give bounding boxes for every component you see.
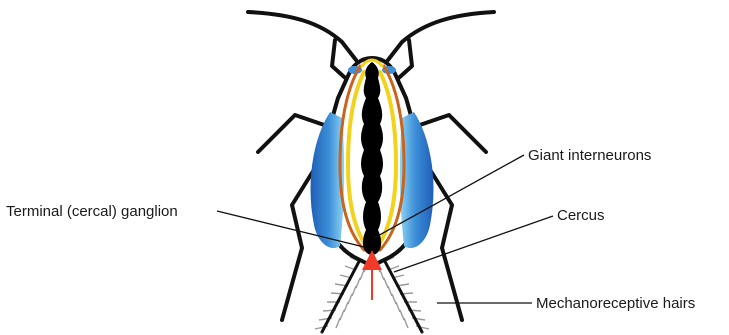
antennae bbox=[248, 12, 494, 60]
label-giant-interneurons: Giant interneurons bbox=[528, 147, 651, 164]
antenna-right bbox=[388, 12, 494, 60]
label-mechanoreceptive-hairs: Mechanoreceptive hairs bbox=[536, 295, 695, 312]
label-terminal-ganglion: Terminal (cercal) ganglion bbox=[6, 203, 178, 220]
cercus-left bbox=[322, 252, 364, 332]
nerve-cord bbox=[361, 62, 383, 252]
antenna-left bbox=[248, 12, 356, 60]
label-cercus: Cercus bbox=[557, 207, 605, 224]
